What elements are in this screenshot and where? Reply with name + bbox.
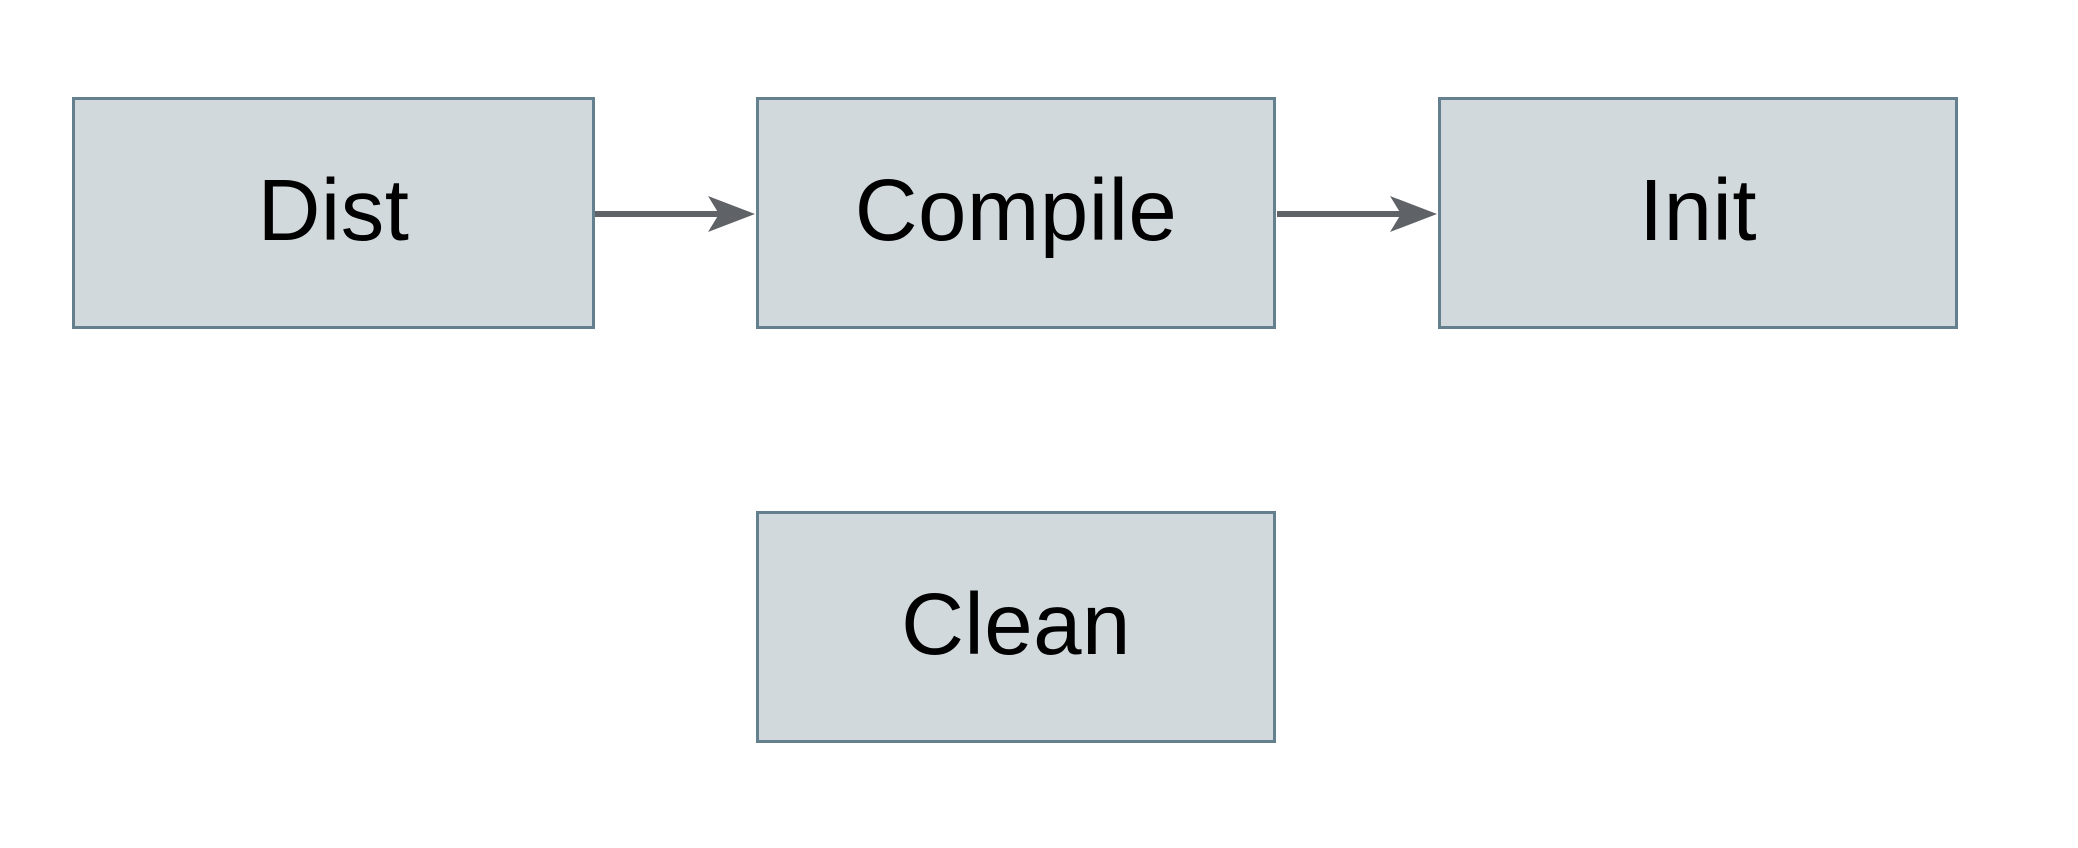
node-init-label: Init (1638, 161, 1758, 259)
node-dist: Dist (72, 97, 595, 329)
node-compile: Compile (756, 97, 1276, 329)
node-clean-label: Clean (901, 575, 1131, 673)
node-dist-label: Dist (257, 161, 410, 259)
arrow-compile-to-init (1277, 196, 1437, 232)
node-compile-label: Compile (854, 161, 1178, 259)
node-init: Init (1438, 97, 1958, 329)
arrow-head (1390, 196, 1437, 232)
arrow-head (708, 196, 755, 232)
arrow-dist-to-compile (595, 196, 755, 232)
node-clean: Clean (756, 511, 1276, 743)
